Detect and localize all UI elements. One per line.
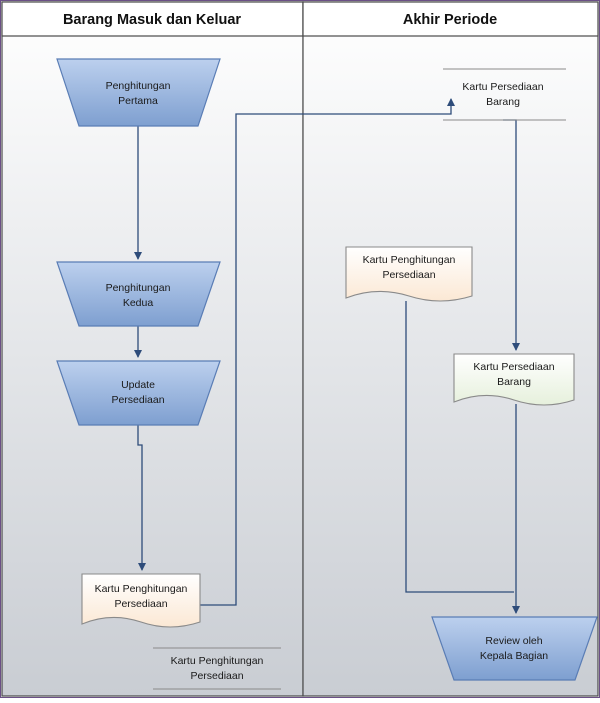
lane-akhir-periode: Akhir Periode: [302, 1, 599, 697]
document-kartu-persediaan-right: Kartu Persediaan Barang: [453, 353, 575, 406]
arrow-penghitungan-to-review: [405, 301, 514, 593]
arrow-update-to-kartu: [137, 425, 146, 571]
process-shape: [56, 261, 221, 327]
process-shape: [56, 360, 221, 426]
process-label-line1: Review oleh: [485, 635, 542, 647]
lane-right-header: [302, 1, 599, 37]
document-label-line1: Kartu Persediaan: [473, 361, 554, 373]
process-shape: [431, 616, 598, 681]
process-label-line1: Penghitungan: [106, 282, 171, 294]
process-label-line2: Pertama: [118, 95, 158, 107]
process-update-persediaan: Update Persediaan: [56, 360, 221, 426]
document-kartu-penghitungan-left: Kartu Penghitungan Persediaan: [81, 573, 201, 628]
lane-left-title: Barang Masuk dan Keluar: [63, 12, 241, 28]
document-shape: [81, 573, 201, 628]
process-shape: [56, 58, 221, 127]
lane-right-body: [302, 1, 599, 697]
document-kartu-penghitungan-right: Kartu Penghitungan Persediaan: [345, 246, 473, 302]
document-label-line1: Kartu Penghitungan: [95, 583, 188, 595]
document-label-line2: Persediaan: [382, 269, 435, 281]
process-penghitungan-kedua: Penghitungan Kedua: [56, 261, 221, 327]
datastore-label-line1: Kartu Penghitungan: [171, 655, 264, 667]
process-penghitungan-pertama: Penghitungan Pertama: [56, 58, 221, 127]
process-label-line1: Update: [121, 379, 155, 391]
document-label-line2: Persediaan: [114, 598, 167, 610]
document-label-line1: Kartu Penghitungan: [363, 254, 456, 266]
document-shape: [453, 353, 575, 406]
arrow-kartu-to-kartu-persediaan: [200, 98, 455, 606]
process-label-line2: Kedua: [123, 297, 154, 309]
datastore-kartu-persediaan-right: Kartu Persediaan Barang: [443, 68, 566, 121]
document-label-line2: Barang: [497, 376, 531, 388]
datastore-label-line2: Barang: [486, 96, 520, 108]
lane-left-header: [1, 1, 304, 37]
process-label-line1: Penghitungan: [106, 80, 171, 92]
datastore-kartu-penghitungan-left: Kartu Penghitungan Persediaan: [153, 647, 281, 690]
process-review-kepala-bagian: Review oleh Kepala Bagian: [431, 616, 598, 681]
datastore-label-line2: Persediaan: [190, 670, 243, 682]
lane-right-title: Akhir Periode: [403, 12, 497, 28]
datastore-label-line1: Kartu Persediaan: [462, 81, 543, 93]
process-label-line2: Kepala Bagian: [480, 650, 548, 662]
process-label-line2: Persediaan: [111, 394, 164, 406]
document-shape: [345, 246, 473, 302]
